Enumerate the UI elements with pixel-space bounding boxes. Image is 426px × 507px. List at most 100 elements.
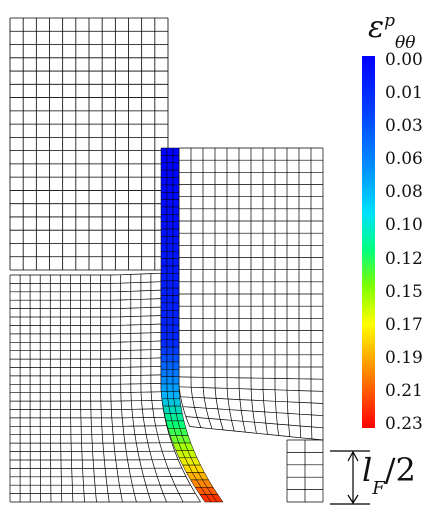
mesh-line [10, 357, 162, 360]
band-cell [166, 214, 174, 223]
band-cell [166, 324, 174, 333]
band-cell [160, 236, 168, 245]
mesh-line [262, 148, 268, 435]
band-cell [160, 273, 168, 282]
band-cell [160, 155, 168, 164]
band-cell [211, 494, 224, 503]
colorbar-tick-label: 0.15 [385, 281, 423, 302]
band-cell [160, 206, 168, 215]
band-cell [166, 273, 174, 282]
colorbar [362, 56, 375, 428]
band-cell [166, 376, 174, 385]
mesh-line [10, 298, 162, 301]
mesh-line [179, 386, 324, 392]
band-cell [160, 221, 168, 230]
mesh-line [59, 275, 63, 503]
mesh-line [185, 416, 324, 429]
band-cell [166, 169, 174, 178]
mesh-line [274, 148, 279, 436]
band-cell [160, 162, 168, 171]
band-cell [172, 206, 180, 215]
band-cell [166, 243, 174, 252]
band-cell [160, 361, 168, 370]
band-cell [166, 280, 174, 289]
mesh-line [10, 408, 164, 410]
dimension-marker [330, 450, 370, 505]
mesh-line [10, 306, 162, 309]
band-cell [166, 251, 174, 259]
band-cell [160, 287, 168, 296]
band-cell [166, 206, 174, 215]
band-cell [172, 273, 180, 282]
band-cell [172, 155, 180, 164]
colorbar-tick-label: 0.01 [385, 83, 423, 104]
mesh-line [10, 416, 165, 419]
band-cell [160, 177, 168, 186]
lower-left-mesh-block [9, 272, 201, 503]
right-mesh-block [178, 147, 324, 503]
band-cell [166, 354, 174, 363]
band-cell [172, 302, 180, 311]
mesh-line [178, 148, 191, 427]
mesh-line [80, 275, 85, 503]
band-cell [172, 354, 180, 363]
mesh-line [100, 275, 110, 503]
band-cell [160, 332, 168, 341]
band-cell [160, 391, 169, 400]
band-cell [166, 361, 174, 370]
band-cell [172, 177, 180, 186]
band-cell [166, 192, 174, 200]
band-cell [166, 302, 174, 311]
band-cell [166, 199, 174, 208]
band-cell [166, 221, 174, 230]
band-cell [172, 184, 180, 193]
band-cell [172, 346, 180, 355]
mesh-line [10, 399, 163, 402]
mesh-line [189, 426, 324, 441]
band-cell [160, 383, 168, 392]
band-cell [160, 184, 168, 193]
mesh-line [180, 396, 324, 404]
band-cell [166, 295, 174, 304]
band-cell [172, 199, 180, 208]
mesh-line [10, 272, 162, 276]
band-cell [172, 324, 180, 333]
band-cell [166, 258, 174, 267]
colorbar-tick-label: 0.03 [385, 116, 423, 137]
band-cell [172, 221, 180, 230]
mesh-line [182, 406, 324, 417]
band-cell [160, 339, 168, 348]
band-cell [166, 236, 174, 245]
mesh-line [49, 275, 52, 503]
upper-left-mesh-block [9, 17, 169, 271]
colorbar-tick-label: 0.17 [385, 314, 423, 335]
band-cell [172, 310, 180, 318]
band-cell [173, 398, 182, 407]
band-cell [175, 413, 185, 422]
mesh-line [298, 148, 302, 438]
band-cell [172, 376, 180, 385]
band-cell [160, 324, 168, 333]
band-cell [166, 339, 174, 348]
mesh-line [286, 148, 291, 437]
band-cell [166, 383, 174, 392]
mesh-line [10, 425, 167, 427]
band-cell [166, 310, 174, 318]
band-cell [172, 243, 180, 252]
band-cell [172, 147, 180, 156]
band-cell [160, 169, 168, 178]
mesh-line [10, 366, 162, 368]
band-cell [172, 287, 180, 296]
colorbar-tick-label: 0.08 [385, 182, 423, 203]
band-cell [160, 214, 168, 223]
band-cell [160, 228, 168, 237]
band-cell [160, 354, 168, 363]
band-cell [172, 258, 180, 267]
band-cell [160, 251, 168, 259]
mesh-line [90, 275, 97, 503]
mesh-line [238, 148, 246, 433]
band-cell [166, 228, 174, 237]
band-cell [166, 391, 175, 400]
colorbar-tick-label: 0.23 [385, 414, 423, 434]
